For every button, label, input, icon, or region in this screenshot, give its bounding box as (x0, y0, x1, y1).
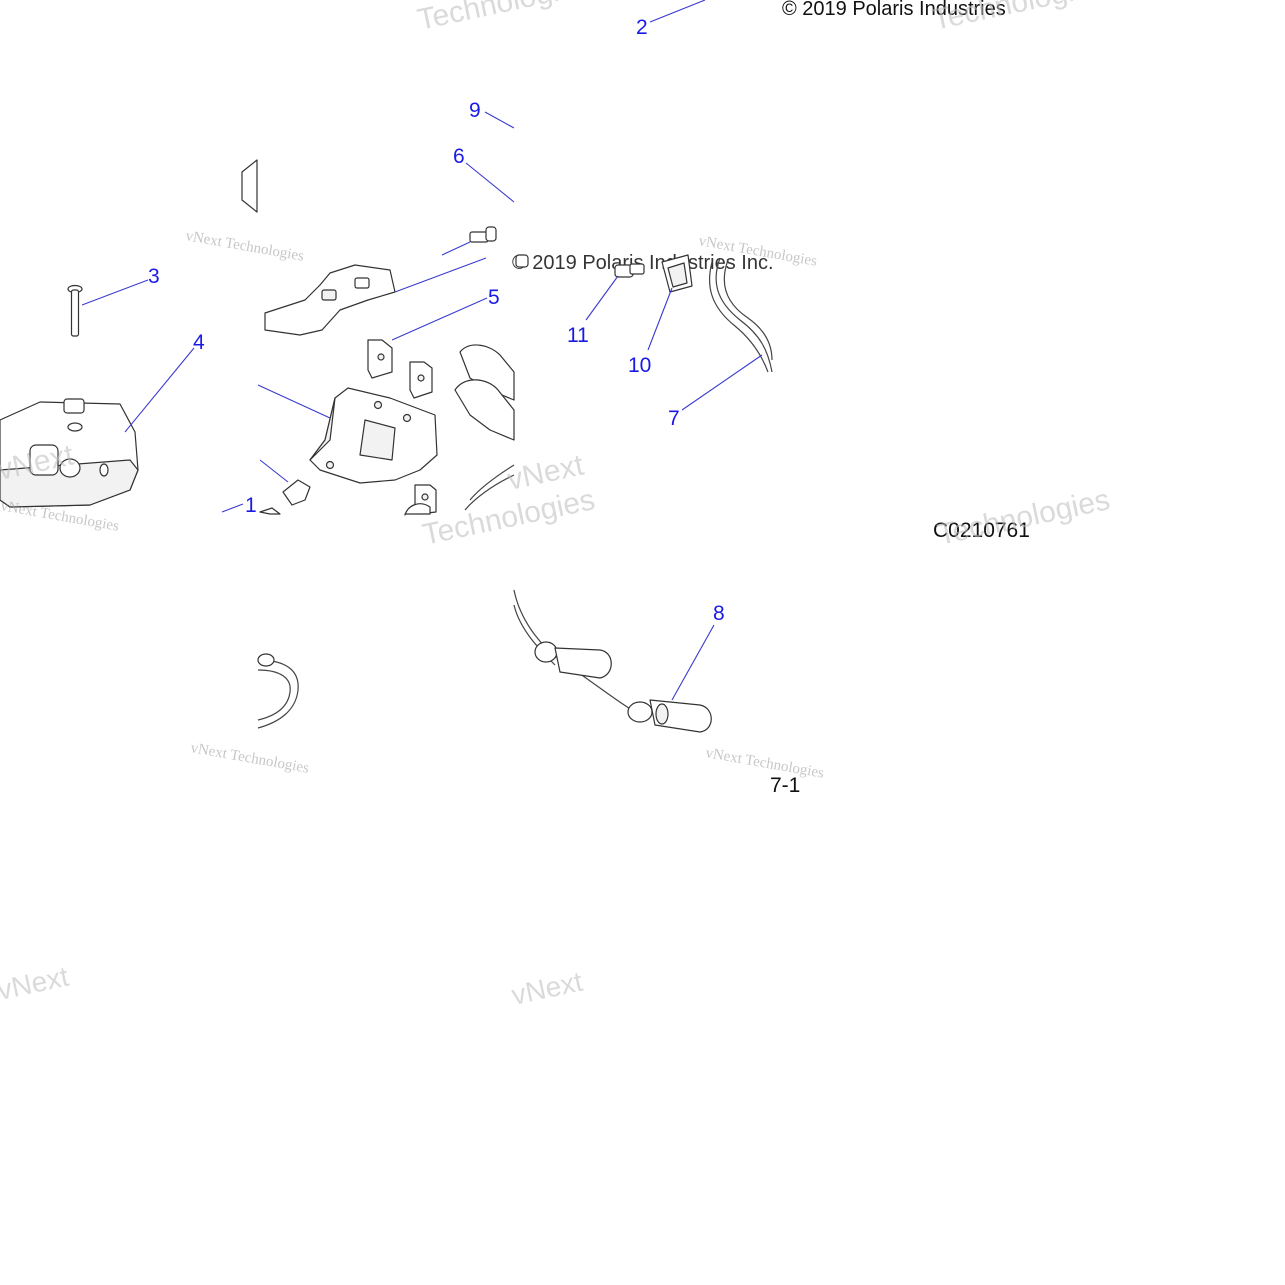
watermarks: Technologies Technologies vNext Technolo… (0, 0, 1113, 1011)
page-fragment: 7-1 (770, 774, 800, 797)
wire-harness-part-7 (709, 257, 773, 373)
watermark-vnext: vNext Technologies (184, 228, 305, 265)
leader-6 (465, 162, 515, 203)
plug-boots-part (404, 344, 515, 516)
tie-loop-part (661, 254, 693, 293)
figure-code: C0210761 (933, 519, 1030, 542)
leader-bracket (394, 257, 487, 293)
callout-6: 6 (453, 145, 465, 168)
callout-5: 5 (488, 286, 500, 309)
upper-bracket-part (264, 264, 396, 336)
leader-9 (484, 111, 515, 129)
watermark-vnext: vNext Technologies (189, 740, 310, 777)
watermark-vnext: vNext (509, 966, 586, 1011)
copyright-text: © 2019 Polaris Industries (782, 0, 1006, 20)
main-bracket-part (309, 387, 438, 484)
wire-loop-part (257, 653, 299, 729)
copyright-text-partial: © 2019 Polaris Industries Inc. (512, 252, 774, 274)
leader-2 (649, 0, 706, 23)
leader-7 (681, 354, 763, 411)
suppressor-part-8 (513, 589, 712, 733)
callout-8: 8 (713, 602, 725, 625)
leader-10 (647, 287, 673, 351)
callout-2: 2 (636, 16, 648, 39)
callout-10: 10 (628, 354, 651, 377)
bolt-part-6 (469, 226, 497, 243)
callout-4: 4 (193, 331, 205, 354)
bolt-part-11 (515, 254, 645, 278)
leader-main-bracket (257, 384, 331, 419)
watermark-vnext: vNext (0, 961, 71, 1006)
partial-cylinder-part (241, 159, 258, 213)
leader-5 (391, 297, 488, 341)
callout-3: 3 (148, 265, 160, 288)
callout-numbers: 2 9 6 3 4 5 1 11 10 7 8 (148, 16, 725, 625)
watermark-vnext: vNext Technologies (704, 745, 825, 782)
watermark-technologies: Technologies (415, 0, 593, 37)
screw-part (67, 284, 83, 337)
watermark-technologies: Technologies (420, 483, 598, 552)
leader-11 (585, 275, 619, 321)
watermark-technologies: Technologies (930, 0, 1108, 37)
spring-clip-part (259, 479, 311, 515)
callout-11: 11 (567, 324, 589, 347)
callout-leaders (81, 0, 763, 701)
callout-1: 1 (245, 494, 257, 517)
leader-4 (124, 347, 195, 433)
callout-9: 9 (469, 99, 481, 122)
callout-7: 7 (668, 407, 680, 430)
coil-module-part (0, 398, 139, 508)
leader-clip (259, 459, 289, 483)
leader-8 (671, 624, 715, 701)
leader-1 (221, 503, 244, 513)
leader-3 (81, 279, 149, 306)
leader-6b (441, 241, 471, 256)
